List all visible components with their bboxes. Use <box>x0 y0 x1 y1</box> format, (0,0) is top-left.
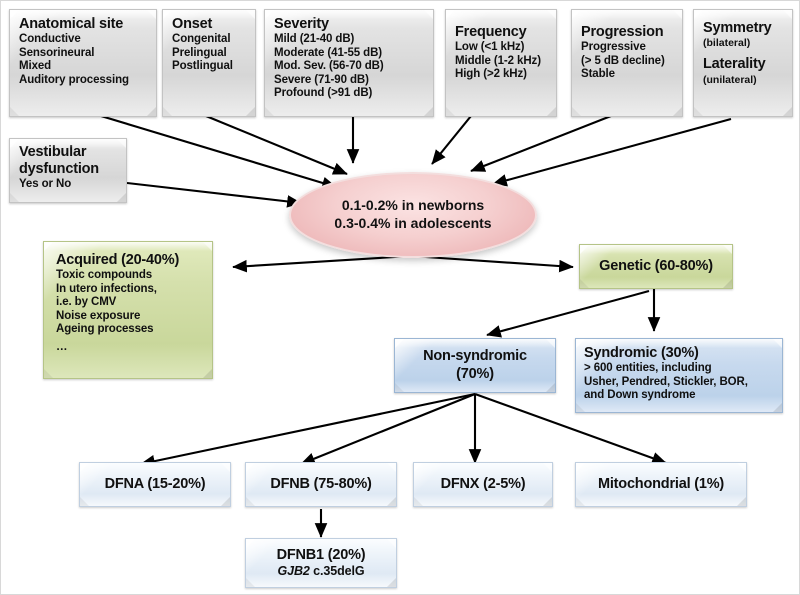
box-dfnb1[interactable]: DFNB1 (20%) GJB2 c.35delG <box>245 538 397 588</box>
bevel-bottom-left <box>44 369 53 378</box>
box-acquired[interactable]: Acquired (20-40%) Toxic compounds In ute… <box>43 241 213 379</box>
arrow-progression-to-center <box>470 115 612 172</box>
onset-line-2: Prelingual <box>172 46 227 59</box>
bevel-bottom-right <box>547 107 556 116</box>
acquired-line-5: Ageing processes <box>56 323 154 336</box>
box-mitochondrial[interactable]: Mitochondrial (1%) <box>575 462 747 507</box>
box-vestibular-dysfunction[interactable]: Vestibular dysfunction Yes or No <box>9 138 127 203</box>
arrow-nonsyndromic-to-dfnb <box>300 393 476 465</box>
acquired-line-2: In utero infections, <box>56 282 157 295</box>
dfnb1-variant-row: GJB2 c.35delG <box>278 564 365 579</box>
box-dfnx[interactable]: DFNX (2-5%) <box>413 462 553 507</box>
bevel-bottom-left <box>10 107 19 116</box>
acquired-heading: Acquired (20-40%) <box>56 252 180 268</box>
progression-line-1: Progressive <box>581 41 646 54</box>
box-dfnb[interactable]: DFNB (75-80%) <box>245 462 397 507</box>
dfnb1-variant: c.35delG <box>309 564 365 579</box>
symmetry-sublabel: (bilateral) <box>703 37 751 50</box>
acquired-line-4: Noise exposure <box>56 309 141 322</box>
arrow-frequency-to-center <box>431 115 472 165</box>
bevel-bottom-right <box>783 107 792 116</box>
vestibular-heading-line-2: dysfunction <box>19 161 99 178</box>
anatomical-site-line-3: Mixed <box>19 60 52 73</box>
severity-line-4: Severe (71-90 dB) <box>274 73 369 86</box>
bevel-bottom-right <box>673 107 682 116</box>
bevel-bottom-left <box>572 107 581 116</box>
anatomical-site-line-2: Sensorineural <box>19 46 95 59</box>
bevel-bottom-right <box>246 107 255 116</box>
arrow-vestibular-to-center <box>126 181 302 208</box>
bevel-bottom-left <box>694 107 703 116</box>
prevalence-line-2: 0.3-0.4% in adolescents <box>334 215 492 231</box>
dfnb-label: DFNB (75-80%) <box>270 475 372 492</box>
acquired-line-1: Toxic compounds <box>56 269 153 282</box>
bevel-bottom-left <box>446 107 455 116</box>
box-syndromic[interactable]: Syndromic (30%) > 600 entities, includin… <box>575 338 783 413</box>
frequency-heading: Frequency <box>455 24 527 40</box>
dfnb1-gene: GJB2 <box>277 564 310 579</box>
box-frequency[interactable]: Frequency Low (<1 kHz) Middle (1-2 kHz) … <box>445 9 557 117</box>
progression-line-3: Stable <box>581 68 615 81</box>
laterality-sublabel: (unilateral) <box>703 73 757 86</box>
arrow-genetic-to-nonsyndromic <box>486 289 650 338</box>
mitochondrial-label: Mitochondrial (1%) <box>597 475 725 492</box>
box-onset[interactable]: Onset Congenital Prelingual Postlingual <box>162 9 256 117</box>
progression-heading: Progression <box>581 24 664 40</box>
prevalence-ellipse[interactable]: 0.1-0.2% in newborns 0.3-0.4% in adolesc… <box>289 172 537 258</box>
severity-line-2: Moderate (41-55 dB) <box>274 46 383 59</box>
severity-line-3: Mod. Sev. (56-70 dB) <box>274 60 384 73</box>
non-syndromic-line-2: (70%) <box>456 365 494 382</box>
genetic-heading: Genetic (60-80%) <box>599 257 713 274</box>
frequency-line-2: Middle (1-2 kHz) <box>455 54 541 67</box>
vestibular-line-1: Yes or No <box>19 178 72 191</box>
syndromic-line-3: and Down syndrome <box>584 389 696 402</box>
arrow-anatomical-to-center <box>100 114 337 190</box>
anatomical-site-heading: Anatomical site <box>19 16 124 32</box>
syndromic-line-2: Usher, Pendred, Stickler, BOR, <box>584 375 748 388</box>
box-dfna[interactable]: DFNA (15-20%) <box>79 462 231 507</box>
box-severity[interactable]: Severity Mild (21-40 dB) Moderate (41-55… <box>264 9 434 117</box>
non-syndromic-line-1: Non-syndromic <box>423 348 527 365</box>
arrow-symmetry-to-center <box>492 117 732 187</box>
frequency-line-1: Low (<1 kHz) <box>455 41 525 54</box>
bevel-bottom-left <box>265 107 274 116</box>
syndromic-line-1: > 600 entities, including <box>584 362 712 375</box>
severity-heading: Severity <box>274 16 329 32</box>
acquired-line-3: i.e. by CMV <box>56 296 117 309</box>
bevel-bottom-right <box>424 107 433 116</box>
arrow-nonsyndromic-to-dfna <box>140 392 476 468</box>
symmetry-heading: Symmetry <box>703 20 772 36</box>
arrow-center-to-genetic <box>410 254 574 273</box>
bevel-bottom-left <box>163 107 172 116</box>
box-genetic[interactable]: Genetic (60-80%) <box>579 244 733 289</box>
onset-line-3: Postlingual <box>172 60 233 73</box>
dfnb1-label: DFNB1 (20%) <box>276 547 366 564</box>
arrow-onset-to-center <box>205 115 348 175</box>
bevel-bottom-right <box>203 369 212 378</box>
dfna-label: DFNA (15-20%) <box>104 475 206 492</box>
box-symmetry-laterality[interactable]: Symmetry (bilateral) Laterality (unilate… <box>693 9 793 117</box>
acquired-line-6: … <box>56 340 68 353</box>
frequency-line-3: High (>2 kHz) <box>455 68 527 81</box>
arrow-center-to-acquired <box>232 254 412 273</box>
onset-line-1: Congenital <box>172 33 231 46</box>
severity-line-1: Mild (21-40 dB) <box>274 33 355 46</box>
syndromic-heading: Syndromic (30%) <box>584 345 699 361</box>
anatomical-site-line-1: Conductive <box>19 33 81 46</box>
anatomical-site-line-4: Auditory processing <box>19 73 129 86</box>
bevel-bottom-right <box>147 107 156 116</box>
box-non-syndromic[interactable]: Non-syndromic (70%) <box>394 338 556 393</box>
progression-line-2: (> 5 dB decline) <box>581 54 665 67</box>
vestibular-heading-line-1: Vestibular <box>19 144 87 160</box>
onset-heading: Onset <box>172 16 213 32</box>
box-anatomical-site[interactable]: Anatomical site Conductive Sensorineural… <box>9 9 157 117</box>
prevalence-line-1: 0.1-0.2% in newborns <box>341 197 485 214</box>
dfnx-label: DFNX (2-5%) <box>440 475 526 492</box>
box-progression[interactable]: Progression Progressive (> 5 dB decline)… <box>571 9 683 117</box>
laterality-heading: Laterality <box>703 56 766 73</box>
severity-line-5: Profound (>91 dB) <box>274 87 373 100</box>
